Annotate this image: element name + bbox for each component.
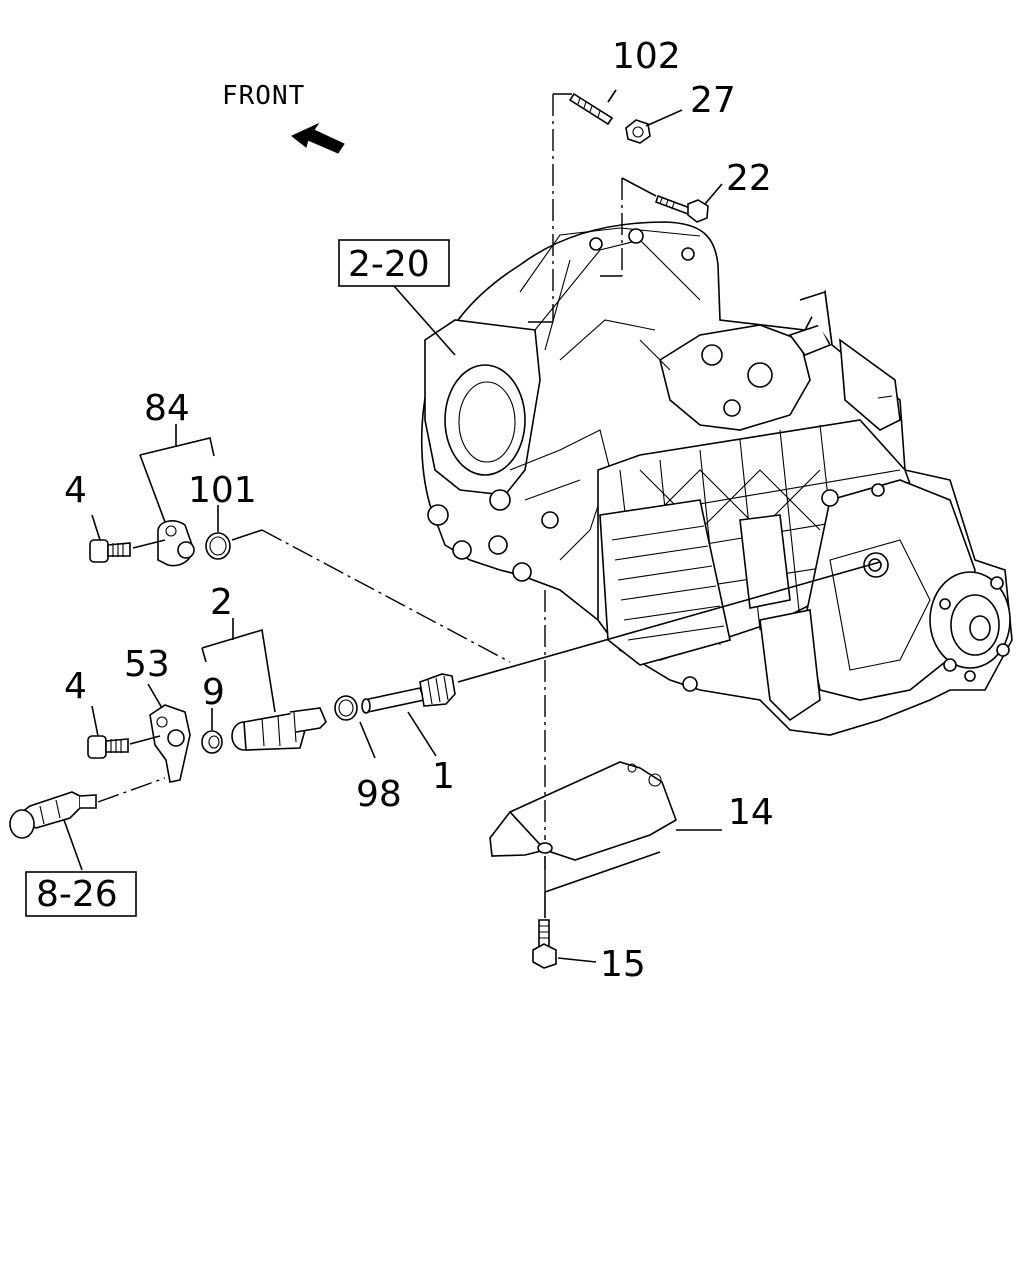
callout-1: 1 [432,756,455,797]
front-label: FRONT [222,81,305,111]
o-ring-98 [334,695,358,721]
o-ring-101 [205,532,231,560]
driven-gear-1 [361,673,456,714]
front-arrow-icon [291,122,345,154]
nut-27 [625,119,651,144]
callout-9: 9 [202,672,225,713]
callout-15: 15 [600,944,646,985]
bolt-15 [532,919,557,969]
callout-ref-2-20: 2-20 [348,244,430,285]
speed-sensor [9,791,97,839]
ref-box-8-26 [25,871,137,917]
callout-14: 14 [728,792,774,833]
cover-14 [489,761,677,861]
bolt-4-upper [89,539,131,563]
bolt-4-lower [87,735,129,759]
seal-9 [201,730,223,754]
callout-98: 98 [356,774,402,815]
callout-84: 84 [144,388,190,429]
retainer-84 [157,520,195,567]
callout-27: 27 [690,80,736,121]
bracket-53 [149,704,191,783]
sleeve-2 [231,707,327,751]
callout-4-upper: 4 [64,470,87,511]
callout-53: 53 [124,644,170,685]
ref-box-2-20 [338,239,450,287]
callout-2: 2 [210,582,233,623]
stud-102 [568,92,614,126]
callout-22: 22 [726,158,772,199]
bolt-22 [654,194,709,223]
callout-ref-8-26: 8-26 [36,874,118,915]
callout-102: 102 [612,36,681,77]
callout-4-lower: 4 [64,666,87,707]
callout-101: 101 [188,470,257,511]
transmission-housing [420,221,1013,736]
